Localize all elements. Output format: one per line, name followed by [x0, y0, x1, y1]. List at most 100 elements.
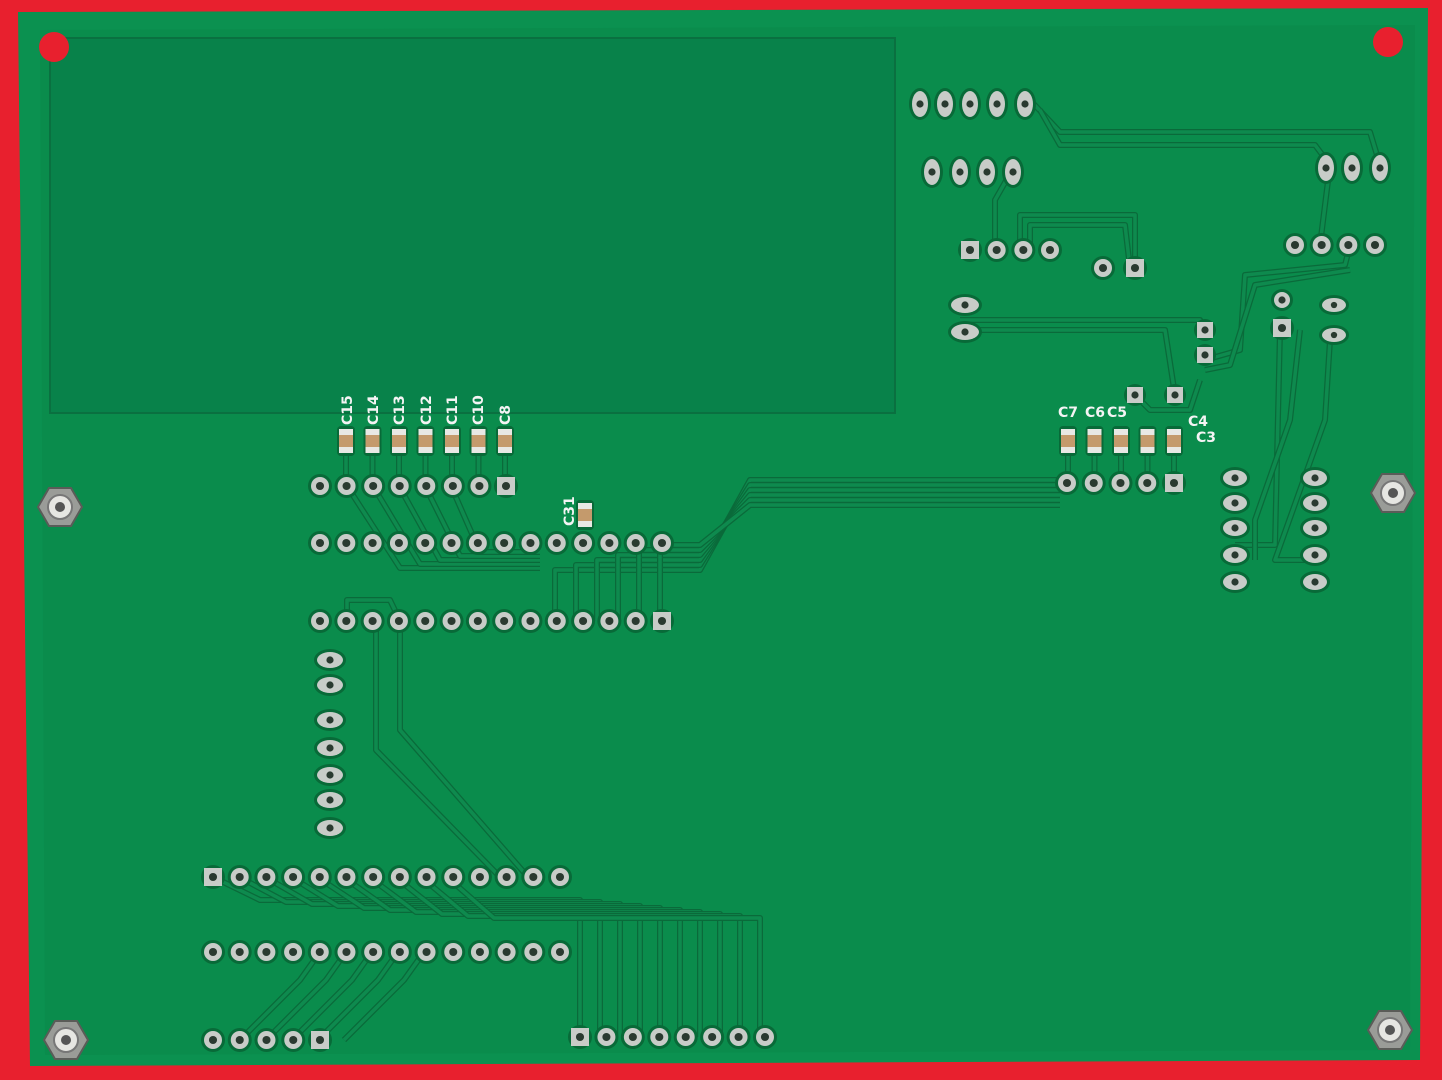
label-c8: C8: [498, 405, 514, 425]
pad-hole: [1370, 240, 1380, 250]
pad-hole: [315, 872, 324, 882]
pad-hole: [961, 301, 969, 309]
pad-hole: [760, 1032, 770, 1042]
pad-hole: [235, 947, 244, 957]
pad-hole: [500, 538, 509, 548]
pad-hole: [501, 481, 511, 491]
pad-hole: [941, 100, 949, 108]
pad-hole: [631, 538, 640, 548]
pad-hole: [1201, 326, 1209, 334]
label-c31: C31: [562, 496, 578, 526]
cap-body: [498, 435, 512, 447]
pad-hole: [992, 245, 1001, 255]
pad-hole: [326, 656, 334, 664]
pad-hole: [1231, 578, 1239, 586]
trace: [445, 875, 762, 1037]
pad-hole: [1330, 301, 1338, 309]
pad-hole: [1130, 263, 1140, 273]
pad-hole: [447, 616, 456, 626]
trace: [1273, 339, 1332, 562]
pad-hole: [552, 538, 561, 548]
pad-hole: [473, 538, 482, 548]
pad-hole: [262, 947, 271, 957]
trace: [290, 950, 374, 1042]
trace: [345, 485, 540, 570]
pad-hole: [422, 947, 431, 957]
pad-hole: [1376, 164, 1384, 172]
pad-hole: [500, 616, 509, 626]
cap-body: [1087, 435, 1102, 447]
standoff-screw-center: [61, 1035, 71, 1045]
label-c10: C10: [471, 395, 487, 425]
trace: [1028, 223, 1132, 269]
label-c3: C3: [1196, 430, 1216, 446]
copper-free-zone: [49, 37, 896, 414]
pad-hole: [529, 872, 538, 882]
cap-body: [339, 435, 353, 447]
pad-hole: [1019, 245, 1028, 255]
pad-hole: [342, 872, 351, 882]
pad-hole: [315, 616, 325, 626]
silkscreen-labels: C15 C14 C13 C12 C11 C10 C8 C31 C7 C6 C5 …: [340, 395, 1216, 526]
trace: [316, 950, 400, 1042]
trace: [637, 498, 1060, 621]
pad-hole: [315, 481, 325, 491]
pad-hole: [448, 481, 457, 491]
pad-hole: [1311, 474, 1319, 482]
pad-hole: [422, 481, 431, 491]
standoff-screw-center: [55, 502, 65, 512]
pad-hole: [368, 616, 377, 626]
pad-hole: [395, 947, 404, 957]
pad-hole: [235, 872, 244, 882]
pad-hole: [289, 1035, 298, 1045]
trace: [553, 478, 1060, 621]
label-c4: C4: [1188, 414, 1208, 430]
pad-hole: [1290, 240, 1300, 250]
pad-hole: [1231, 524, 1239, 532]
corner-hole-top-right: [1373, 27, 1403, 57]
pad-hole: [579, 616, 588, 626]
pad-hole: [369, 481, 378, 491]
cap-body: [445, 435, 459, 447]
pad-hole: [1131, 391, 1139, 399]
pad-hole: [342, 481, 351, 491]
pad-hole: [708, 1032, 717, 1042]
pad-hole: [326, 824, 334, 832]
label-c12: C12: [419, 395, 435, 425]
pad-hole: [422, 872, 431, 882]
standoff-screw-center: [1385, 1025, 1395, 1035]
pad-hole: [326, 744, 334, 752]
pad-hole: [526, 616, 535, 626]
trace: [342, 950, 426, 1042]
pad-hole: [655, 1032, 664, 1042]
pad-hole: [395, 481, 404, 491]
pad-hole: [1277, 323, 1287, 333]
pad-hole: [965, 245, 975, 255]
pad-hole: [1311, 499, 1319, 507]
trace: [1253, 329, 1302, 560]
pad-hole: [529, 947, 538, 957]
pad-hole: [1098, 263, 1108, 273]
pad-hole: [961, 328, 969, 336]
pad-hole: [449, 947, 458, 957]
pad-hole: [631, 616, 640, 626]
pad-hole: [1201, 351, 1209, 359]
pad-hole: [1278, 296, 1286, 304]
pad-hole: [326, 716, 334, 724]
pad-hole: [681, 1032, 690, 1042]
pad-hole: [475, 481, 484, 491]
cap-body: [1167, 435, 1181, 447]
pad-hole: [342, 947, 351, 957]
pad-hole: [369, 872, 378, 882]
label-c5: C5: [1107, 405, 1127, 421]
pad-hole: [1143, 478, 1152, 488]
pad-hole: [734, 1032, 743, 1042]
pad-hole: [315, 538, 325, 548]
corner-hole-top-left: [39, 32, 69, 62]
pad-hole: [502, 872, 511, 882]
pad-hole: [552, 616, 561, 626]
pad-hole: [235, 1035, 244, 1045]
pad-hole: [1348, 164, 1356, 172]
pad-hole: [421, 616, 430, 626]
